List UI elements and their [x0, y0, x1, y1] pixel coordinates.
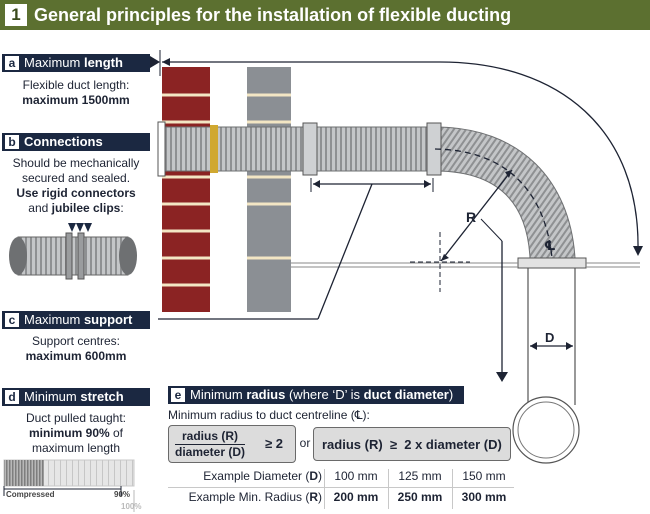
radius-rule-box: radius (R) ≥ 2 x diameter (D): [313, 427, 511, 461]
section-b-line1: Should be mechanically: [12, 156, 140, 170]
section-e-letter: e: [171, 388, 185, 402]
section-b-line4: and jubilee clips:: [28, 201, 124, 215]
table-column-divider: [324, 469, 325, 509]
table-cell: 125 mm: [398, 469, 442, 483]
section-c-line2: maximum 600mm: [25, 349, 127, 363]
connector-illustration: [9, 223, 137, 280]
radius-rule-text: radius (R) ≥ 2 x diameter (D): [322, 437, 502, 452]
section-b-letter: b: [5, 135, 19, 149]
table-cell: 200 mm: [333, 490, 379, 504]
section-a-title: Maximum length: [24, 55, 123, 70]
ratio-denominator: diameter (D): [175, 445, 246, 459]
diameter-label: D: [545, 330, 555, 345]
section-a-letter: a: [5, 56, 19, 70]
max-length-arc: [150, 50, 643, 256]
table-divider: [168, 487, 514, 488]
section-d-title: Minimum stretch: [24, 389, 124, 404]
row-diameter-label: Example Diameter (D): [203, 469, 322, 483]
block-wall: [247, 67, 291, 312]
section-c-line1: Support centres:: [31, 334, 121, 348]
stretch-illustration: [3, 459, 135, 512]
ratio-fraction: radius (R) diameter (D): [175, 429, 246, 460]
table-cell: 150 mm: [462, 469, 506, 483]
row-radius-label: Example Min. Radius (R): [188, 490, 322, 504]
section-e-header: e Minimum radius (where ‘D’ is duct diame…: [168, 386, 464, 404]
section-a-text: Flexible duct length: maximum 1500mm: [2, 78, 150, 108]
section-b-text: Should be mechanically secured and seale…: [2, 156, 150, 216]
ratio-numerator: radius (R): [175, 429, 246, 445]
section-d-header: d Minimum stretch: [2, 388, 150, 406]
table-cell: 250 mm: [397, 490, 443, 504]
section-a-line2: maximum 1500mm: [22, 93, 130, 107]
duct-cross-section: [512, 396, 580, 464]
support-span-dimension: [158, 178, 434, 320]
section-c-header: c Maximum support: [2, 311, 150, 329]
centreline-symbol: ℄: [544, 238, 556, 253]
table-cell: 100 mm: [334, 469, 378, 483]
section-b-header: b Connections: [2, 133, 150, 151]
page-title: General principles for the installation …: [34, 5, 512, 25]
section-number-badge: 1: [5, 4, 27, 26]
hundred-percent-label: 100%: [121, 502, 142, 511]
section-b-title: Connections: [24, 134, 103, 149]
compressed-label: Compressed: [6, 490, 55, 499]
table-column-divider: [452, 469, 453, 509]
ninety-percent-label: 90%: [114, 490, 131, 499]
section-d-text: Duct pulled taught: minimum 90% of maxim…: [2, 411, 150, 456]
ceiling-line: [291, 262, 640, 268]
section-d-line2: minimum 90% of: [28, 426, 124, 440]
section-e-title: Minimum radius (where ‘D’ is duct diamet…: [190, 387, 454, 402]
section-b-line3: Use rigid connectors: [16, 186, 136, 200]
section-d-line3: maximum length: [31, 441, 121, 455]
centreline-path: [434, 148, 553, 259]
brick-wall: [162, 67, 210, 312]
section-c-title: Maximum support: [24, 312, 133, 327]
section-d-letter: d: [5, 390, 19, 404]
ratio-ge-two: ≥ 2: [265, 436, 283, 451]
table-cell: 300 mm: [461, 490, 507, 504]
diameter-dimension: [530, 342, 573, 350]
radius-indicator: [410, 169, 513, 382]
section-c-text: Support centres: maximum 600mm: [2, 334, 150, 364]
section-e-subtitle: Minimum radius to duct centreline (℄):: [168, 408, 370, 422]
flexible-duct: [157, 121, 587, 269]
table-row-radius: Example Min. Radius (R) 200 mm 250 mm 30…: [168, 490, 514, 510]
section-b-line2: secured and sealed.: [21, 171, 131, 185]
table-column-divider: [388, 469, 389, 509]
title-banner: 1 General principles for the installatio…: [0, 0, 650, 30]
radius-label: R: [466, 209, 477, 225]
section-a-header: a Maximum length: [2, 54, 150, 72]
section-c-letter: c: [5, 313, 19, 327]
section-a-line1: Flexible duct length:: [22, 78, 130, 92]
ratio-formula-box: radius (R) diameter (D) ≥ 2: [168, 425, 296, 463]
formula-or: or: [299, 436, 311, 450]
section-d-line1: Duct pulled taught:: [25, 411, 127, 425]
table-row-diameter: Example Diameter (D) 100 mm 125 mm 150 m…: [168, 469, 514, 489]
vertical-duct-outline: [527, 268, 576, 405]
example-table: Example Diameter (D) 100 mm 125 mm 150 m…: [168, 469, 514, 509]
